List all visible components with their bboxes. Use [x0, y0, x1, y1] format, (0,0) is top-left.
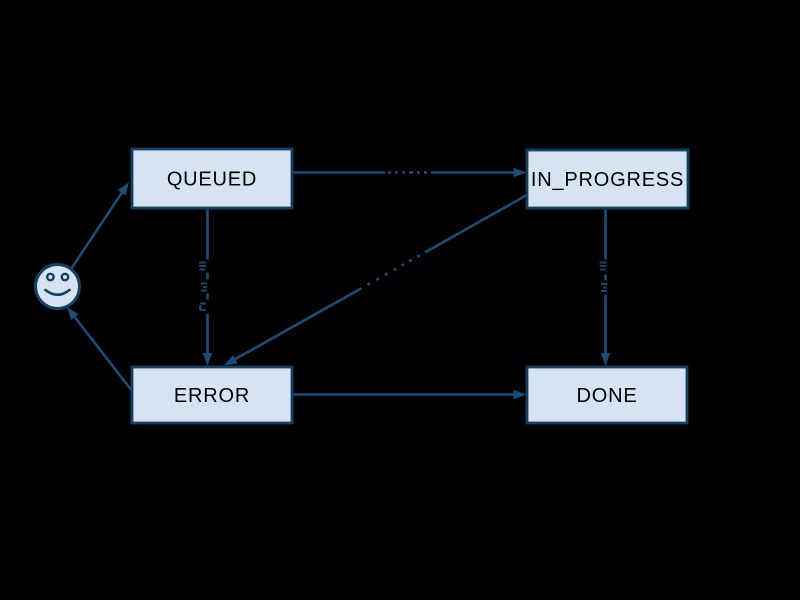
- edge-error-to-done: [292, 389, 527, 400]
- state-node-queued: QUEUED: [130, 147, 294, 210]
- state-node-label: ERROR: [174, 385, 250, 407]
- edge-label-remnant: [599, 261, 607, 264]
- edge-label-remnant: [203, 286, 207, 288]
- smiley-face-icon: [34, 263, 81, 310]
- edge-queued-to-error: [199, 208, 213, 366]
- edge-label-remnant: [201, 289, 207, 292]
- edge-label-remnant: [199, 261, 206, 264]
- state-node-box: [525, 148, 690, 210]
- start-actor-node: [34, 263, 81, 310]
- edge-label-remnant: [603, 286, 607, 289]
- arrowhead-icon: [224, 355, 238, 366]
- edge-label-remnant: [201, 282, 207, 285]
- edge-label-remnant: [199, 268, 206, 271]
- edge-label-remnant: [200, 309, 206, 311]
- state-node-label: DONE: [577, 385, 638, 407]
- arrowhead-icon: [67, 307, 79, 321]
- state-node-label: IN_PROGRESS: [531, 169, 684, 191]
- edge-line: [234, 193, 528, 361]
- edge-label-remnant: [601, 283, 607, 285]
- arrowhead-icon: [513, 389, 527, 400]
- edge-label-remnant: [199, 265, 206, 267]
- edge-label-remnant: [199, 305, 202, 310]
- edge-line: [69, 189, 125, 270]
- edge-in-progress-to-error: [224, 193, 528, 366]
- arrowhead-icon: [600, 353, 611, 366]
- smiley-eye-icon: [46, 272, 55, 282]
- arrowhead-icon: [117, 182, 129, 196]
- edge-label-remnant: [600, 268, 606, 271]
- edge-line: [72, 314, 134, 392]
- state-node-label: QUEUED: [167, 169, 257, 191]
- edge-label-remnant: [200, 302, 206, 305]
- state-node-error: ERROR: [130, 365, 294, 425]
- smiley-mouth-icon: [44, 288, 71, 297]
- state-node-box: [130, 365, 294, 425]
- arrowhead-icon: [202, 353, 213, 366]
- state-node-box: [130, 147, 294, 210]
- state-node-in_progress: IN_PROGRESS: [525, 148, 690, 210]
- state-node-done: DONE: [525, 365, 689, 425]
- edge-label-remnant: [599, 265, 607, 267]
- arrowhead-icon: [513, 167, 527, 178]
- edge-queued-to-in-progress: [292, 167, 527, 178]
- edge-label-remnant: [601, 290, 607, 292]
- edge-error-to-start: [67, 307, 134, 392]
- state-node-box: [525, 365, 689, 425]
- smiley-eye-icon: [60, 272, 70, 282]
- edge-in-progress-to-done: [599, 208, 611, 366]
- edge-start-to-queued: [69, 182, 129, 270]
